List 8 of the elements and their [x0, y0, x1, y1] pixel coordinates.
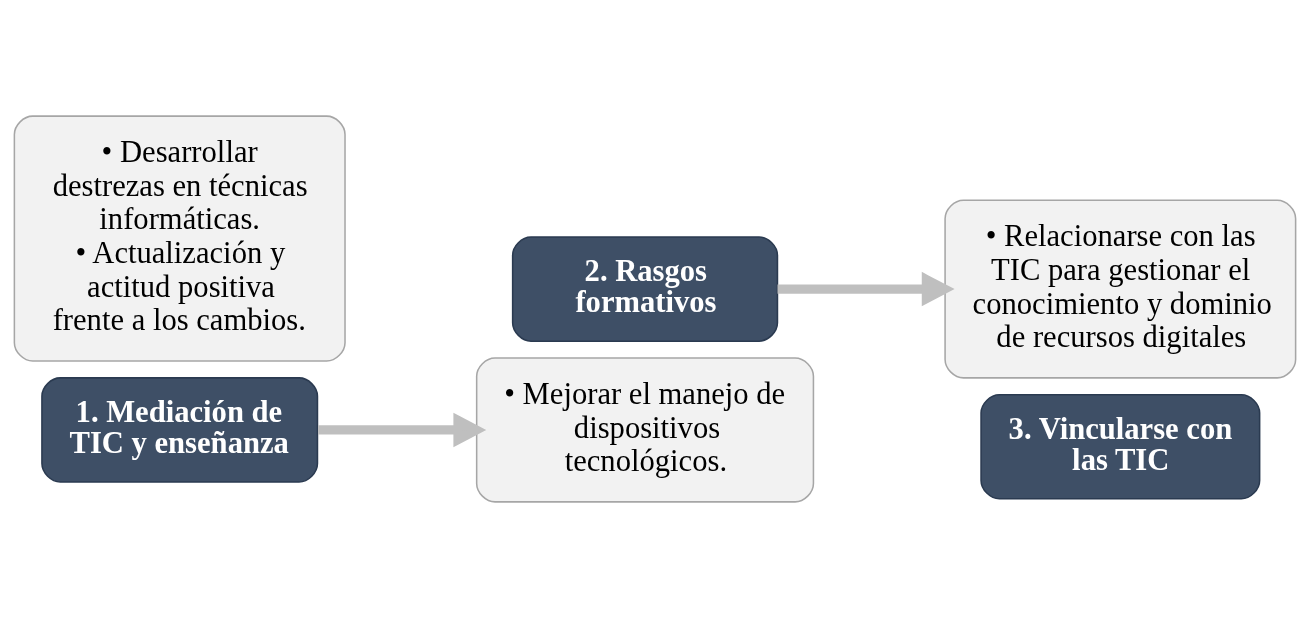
arrow: [777, 271, 955, 307]
node-box: • Desarrollar destrezas en técnicas informáticas. • Actualización y actitud positiva frente a los cambios.: [13, 115, 346, 362]
node-box: • Relacionarse con las TIC para gestionar el conocimiento y dominio de recursos digitales: [944, 199, 1297, 379]
node-box: 3. Vincularse con las TIC: [980, 393, 1261, 500]
arrow: [318, 412, 487, 448]
node-box: 1. Mediación de TIC y enseñanza: [41, 377, 319, 483]
node-box: 2. Rasgos formativos: [511, 236, 779, 342]
node-box: • Mejorar el manejo de dispositivos tecnológicos.: [475, 357, 815, 503]
